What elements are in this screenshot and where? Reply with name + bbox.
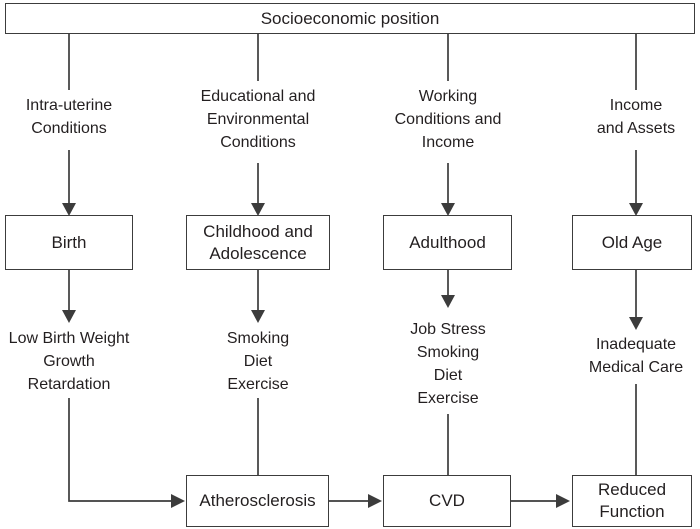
node-adulthood: Adulthood — [383, 215, 512, 270]
arrow-adulthood-to-risks — [441, 270, 455, 308]
label-risks-oldage: Inadequate Medical Care — [588, 336, 684, 376]
arrow-atherosclerosis-to-cvd — [329, 494, 382, 508]
label-exposure-income: Income and Assets — [596, 97, 676, 137]
arrow-exposure-to-birth — [62, 150, 76, 216]
arrow-exposure-to-oldage — [629, 150, 643, 216]
label-exposure-intrauterine: Intra-uterine Conditions — [25, 97, 113, 137]
node-birth: Birth — [5, 215, 133, 270]
node-socioeconomic-position: Socioeconomic position — [5, 3, 695, 34]
node-old-age: Old Age — [572, 215, 692, 270]
label-exposure-working: Working Conditions and Income — [394, 88, 502, 151]
label-risks-birth: Low Birth Weight Growth Retardation — [8, 330, 130, 393]
arrow-exposure-to-childhood — [251, 163, 265, 216]
node-childhood-adolescence: Childhood and Adolescence — [186, 215, 330, 270]
arrow-childhood-to-risks — [251, 270, 265, 323]
arrow-risks1-to-atherosclerosis — [68, 398, 185, 508]
arrow-exposure-to-adulthood — [441, 163, 455, 216]
arrow-cvd-to-reduced-function — [511, 494, 570, 508]
label-risks-childhood: Smoking Diet Exercise — [226, 330, 290, 393]
node-cvd: CVD — [383, 475, 511, 527]
node-reduced-function: Reduced Function — [572, 475, 692, 527]
arrow-birth-to-risks — [62, 270, 76, 323]
label-exposure-educational: Educational and Environmental Conditions — [200, 88, 316, 151]
node-atherosclerosis: Atherosclerosis — [186, 475, 329, 527]
label-risks-adulthood: Job Stress Smoking Diet Exercise — [410, 321, 486, 407]
arrow-oldage-to-risks — [629, 270, 643, 330]
